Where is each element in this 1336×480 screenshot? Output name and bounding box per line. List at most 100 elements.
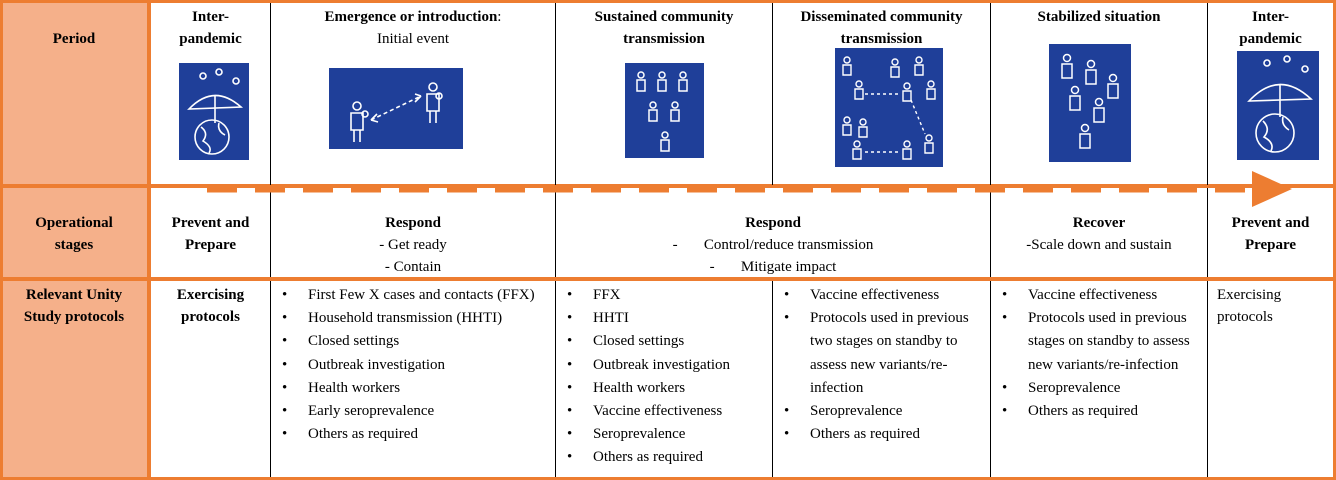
stage-prevent-prepare-1: Prevent and Prepare [151, 212, 270, 256]
row-header-period-cell [0, 0, 148, 186]
row-divider-2 [0, 277, 1336, 281]
period-inter-pandemic-2: Inter- pandemic [1208, 6, 1333, 50]
header-column-border [147, 0, 151, 480]
stage-respond-2-item: - Control/reduce transmission [672, 237, 874, 253]
row-header-period: Period [52, 31, 96, 47]
period-stabilized: Stabilized situation [1037, 9, 1161, 25]
period-title-line: Inter- [1252, 9, 1289, 25]
col-divider [555, 281, 556, 477]
protocol-list: Vaccine effectiveness Protocols used in … [996, 284, 1204, 423]
stage-respond-1: Respond - Get ready - Contain [271, 212, 555, 278]
period-inter-pandemic-1: Inter- pandemic [151, 6, 270, 50]
list-item: Health workers [561, 377, 771, 400]
list-item: Closed settings [561, 330, 771, 353]
row-header-protocols: Relevant Unity Study protocols [0, 284, 148, 328]
col-divider [270, 3, 271, 185]
col-divider [270, 188, 271, 277]
list-item: Vaccine effectiveness [996, 284, 1204, 307]
col-divider [270, 281, 271, 477]
protocols-exercising-1: Exercising protocols [151, 284, 270, 328]
list-item: Vaccine effectiveness [561, 400, 771, 423]
left-border [0, 0, 3, 480]
col-divider [772, 3, 773, 185]
period-title-line: Disseminated community [800, 9, 963, 25]
period-title-line: Sustained community [594, 9, 734, 25]
list-item: Seroprevalence [778, 400, 986, 423]
period-emergence-colon: : [497, 9, 502, 25]
row-header-protocols-line1: Relevant Unity [25, 287, 123, 303]
protocol-line: Exercising [1217, 287, 1282, 303]
top-border [0, 0, 1336, 3]
list-item: Protocols used in previous stages on sta… [996, 307, 1204, 377]
col-divider [555, 188, 556, 277]
list-item: Others as required [561, 446, 771, 469]
stage-prevent-prepare-2: Prevent and Prepare [1208, 212, 1333, 256]
list-item: HHTI [561, 307, 771, 330]
period-title-line: pandemic [1239, 31, 1302, 47]
protocol-list: First Few X cases and contacts (FFX) Hou… [276, 284, 550, 447]
row-header-operational-line1: Operational [35, 215, 113, 231]
list-item: Health workers [276, 377, 550, 400]
network-transmission-icon [835, 48, 943, 167]
col-divider [990, 3, 991, 185]
protocols-exercising-2: Exercising protocols [1217, 284, 1331, 328]
protocol-list: Vaccine effectiveness Protocols used in … [778, 284, 986, 447]
stage-respond-1-item: - Contain [384, 259, 442, 275]
stage-respond-2-item: - Mitigate impact [709, 259, 837, 275]
list-item: FFX [561, 284, 771, 307]
timeline-arrow [207, 171, 1292, 207]
col-divider [1207, 188, 1208, 277]
list-item: Vaccine effectiveness [778, 284, 986, 307]
stable-population-icon [1049, 44, 1131, 162]
list-item: Seroprevalence [561, 423, 771, 446]
period-emergence: Emergence or introduction: Initial event [271, 6, 555, 50]
list-item: Outbreak investigation [561, 354, 771, 377]
list-item: Others as required [276, 423, 550, 446]
list-item: First Few X cases and contacts (FFX) [276, 284, 550, 307]
stage-title-line: Prepare [184, 237, 237, 253]
stage-recover: Recover -Scale down and sustain [991, 212, 1207, 256]
period-emergence-title: Emergence or introduction [324, 9, 498, 25]
list-item: Protocols used in previous two stages on… [778, 307, 986, 400]
row-header-operational-stages: Operational stages [0, 212, 148, 256]
period-title-line: transmission [840, 31, 923, 47]
stage-recover-title: Recover [1072, 215, 1126, 231]
protocol-line: Exercising [176, 287, 245, 303]
row-header-protocols-cell [0, 280, 148, 480]
col-divider [990, 188, 991, 277]
col-divider [990, 281, 991, 477]
stage-title-line: Prevent and [1231, 215, 1310, 231]
period-sustained: Sustained community transmission [556, 6, 772, 50]
stage-recover-item: -Scale down and sustain [1026, 237, 1172, 253]
col-divider [1207, 3, 1208, 185]
protocol-list: FFX HHTI Closed settings Outbreak invest… [561, 284, 771, 470]
col-divider [555, 3, 556, 185]
stage-respond-1-item: - Get ready [379, 237, 447, 253]
period-title-line: Inter- [192, 9, 229, 25]
list-item: Early seroprevalence [276, 400, 550, 423]
stage-respond-2: Respond - Control/reduce transmission - … [556, 212, 990, 278]
list-item: Outbreak investigation [276, 354, 550, 377]
list-item: Closed settings [276, 330, 550, 353]
bottom-border [0, 477, 1336, 480]
community-cluster-icon [625, 63, 704, 158]
person-to-person-transmission-icon [329, 68, 463, 149]
period-emergence-subtitle: Initial event [376, 31, 450, 47]
right-border [1333, 0, 1336, 480]
protocols-disseminated-list: Vaccine effectiveness Protocols used in … [778, 284, 986, 447]
col-divider [1207, 281, 1208, 477]
stage-title-line: Prevent and [171, 215, 250, 231]
stage-respond-2-title: Respond [745, 215, 801, 231]
period-disseminated: Disseminated community transmission [773, 6, 990, 50]
protocols-sustained-list: FFX HHTI Closed settings Outbreak invest… [561, 284, 771, 470]
stage-respond-1-title: Respond [385, 215, 441, 231]
period-title-line: transmission [623, 31, 705, 47]
stage-title-line: Prepare [1244, 237, 1297, 253]
protocols-stabilized-list: Vaccine effectiveness Protocols used in … [996, 284, 1204, 423]
col-divider [772, 281, 773, 477]
row-header-protocols-line2: Study protocols [23, 309, 125, 325]
row-header-operational-line2: stages [54, 237, 94, 253]
protocols-emergence-list: First Few X cases and contacts (FFX) Hou… [276, 284, 550, 447]
list-item: Others as required [996, 400, 1204, 423]
globe-umbrella-virus-icon [1237, 51, 1319, 160]
